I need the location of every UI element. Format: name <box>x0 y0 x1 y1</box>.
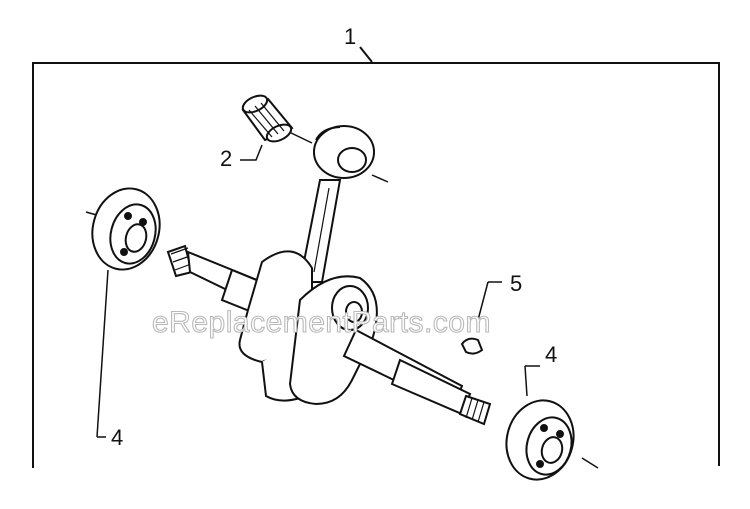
callout-ball-bearing-left: 4 <box>111 425 123 450</box>
ball-bearing-right <box>505 399 575 481</box>
ball-bearing-left <box>91 187 161 271</box>
callout-needle-bearing: 2 <box>220 146 232 171</box>
needle-bearing <box>241 94 294 143</box>
woodruff-key <box>460 337 484 355</box>
connecting-rod <box>298 125 375 283</box>
callout-woodruff-key: 5 <box>510 271 522 296</box>
crankshaft <box>166 244 492 426</box>
leader-lines <box>85 130 599 469</box>
assembly-bracket <box>32 46 720 468</box>
watermark-text: eReplacementParts.com <box>152 306 491 339</box>
callout-ball-bearing-right: 4 <box>545 342 557 367</box>
callout-assembly: 1 <box>344 24 356 49</box>
